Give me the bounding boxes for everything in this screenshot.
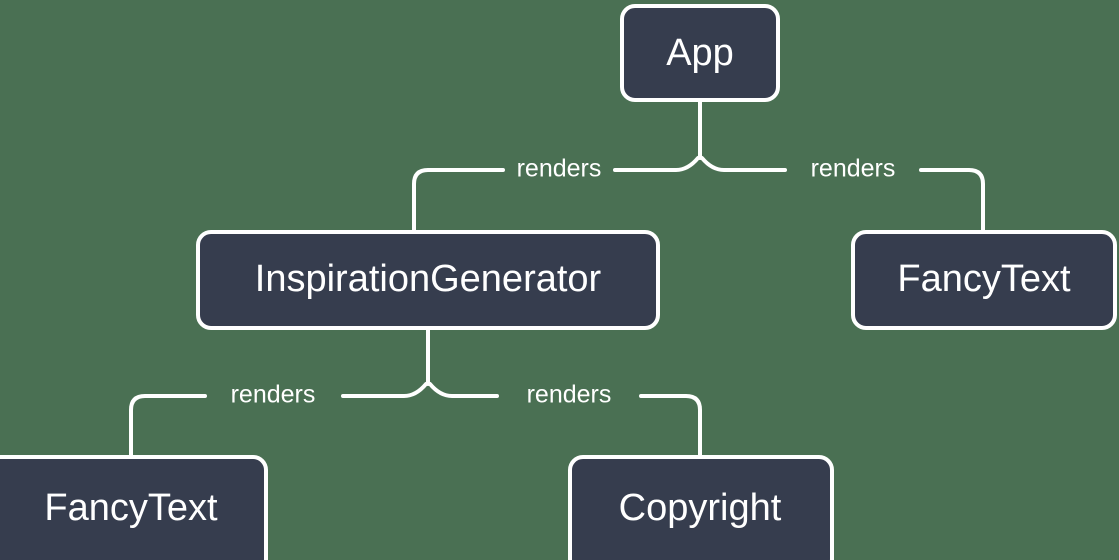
node-copyright-label: Copyright xyxy=(619,487,782,529)
node-inspiration-generator[interactable]: InspirationGenerator xyxy=(196,230,660,330)
node-app-label: App xyxy=(666,32,734,74)
node-fancytext-bottom[interactable]: FancyText xyxy=(0,455,268,560)
edge-label-inspiration-generator-to-copyright: renders xyxy=(527,381,612,409)
edge-app-to-inspiration-generator xyxy=(412,156,700,232)
edge-label-app-to-inspiration-generator: renders xyxy=(517,155,602,183)
node-app[interactable]: App xyxy=(620,4,780,102)
node-copyright[interactable]: Copyright xyxy=(568,455,834,560)
node-inspiration-generator-box[interactable] xyxy=(196,230,660,330)
node-copyright-box[interactable] xyxy=(568,455,834,560)
edge-inspiration-generator-to-fancytext-bottom xyxy=(129,382,428,457)
edge-inspiration-generator-to-copyright xyxy=(428,382,702,457)
node-fancytext-right[interactable]: FancyText xyxy=(851,230,1117,330)
edge-group xyxy=(129,100,985,457)
edge-label-group: renders renders renders renders xyxy=(231,155,896,409)
node-fancytext-bottom-box[interactable] xyxy=(0,455,268,560)
node-app-box[interactable] xyxy=(620,4,780,102)
node-fancytext-right-box[interactable] xyxy=(851,230,1117,330)
edge-label-inspiration-generator-to-fancytext-bottom: renders xyxy=(231,381,316,409)
node-fancytext-right-label: FancyText xyxy=(897,258,1071,300)
node-inspiration-generator-label: InspirationGenerator xyxy=(255,258,602,300)
node-fancytext-bottom-label: FancyText xyxy=(44,487,218,529)
edge-label-app-to-fancytext-right: renders xyxy=(811,155,896,183)
edge-app-to-fancytext-right xyxy=(700,156,985,232)
